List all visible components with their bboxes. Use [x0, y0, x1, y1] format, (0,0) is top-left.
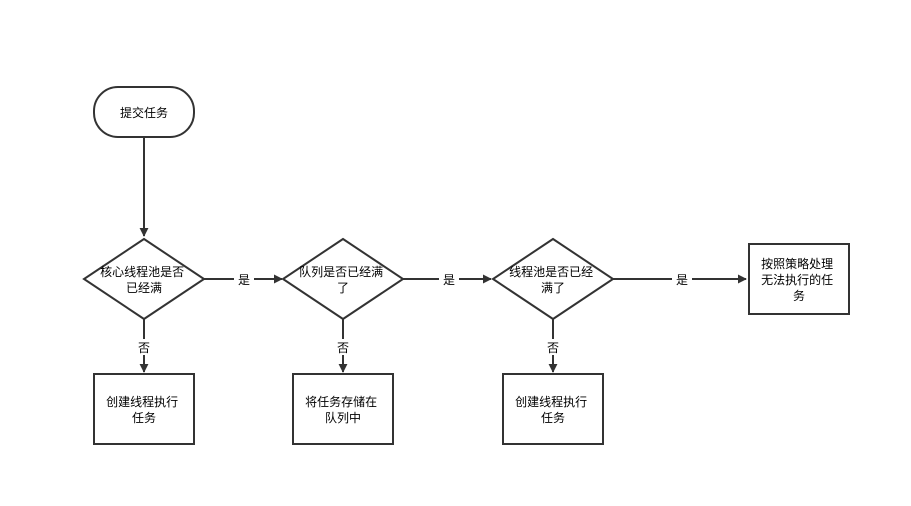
node-enqueue-task: [292, 373, 394, 445]
node-pool-full-decision: [491, 237, 615, 321]
node-core-pool-full-decision: [82, 237, 206, 321]
edge-label-no-1: 否: [138, 341, 150, 355]
node-queue-full-decision: [281, 237, 405, 321]
node-text-queue-check: 队列是否已经满 了: [299, 264, 387, 295]
node-create-thread: [502, 373, 604, 445]
edge-label-no-2: 否: [337, 341, 349, 355]
node-text-core-check: 核心线程池是否 已经满: [100, 264, 188, 295]
edge-label-no-3: 否: [547, 341, 559, 355]
node-reject-policy: [748, 243, 850, 315]
edge-labels: 是 是 是 否 否 否: [134, 271, 692, 355]
edge-label-yes-2: 是: [443, 273, 455, 287]
edge-label-yes-3: 是: [676, 273, 688, 287]
node-text-reject: 按照策略处理 无法执行的任 务: [761, 256, 837, 303]
edge-label-yes-1: 是: [238, 273, 250, 287]
nodes: [82, 86, 850, 445]
edges: [139, 138, 747, 373]
node-create-core-thread: [93, 373, 195, 445]
node-text-create-thread: 创建线程执行 任务: [515, 394, 591, 425]
node-text-create-core: 创建线程执行 任务: [106, 394, 182, 425]
node-text-submit: 提交任务: [120, 105, 168, 120]
node-texts: 提交任务 核心线程池是否 已经满 队列是否已经满 了 线程池是否已经 满了 按照…: [100, 105, 837, 425]
node-text-enqueue: 将任务存储在 队列中: [305, 394, 381, 425]
node-submit-task: [93, 86, 195, 138]
node-text-pool-check: 线程池是否已经 满了: [509, 264, 597, 295]
